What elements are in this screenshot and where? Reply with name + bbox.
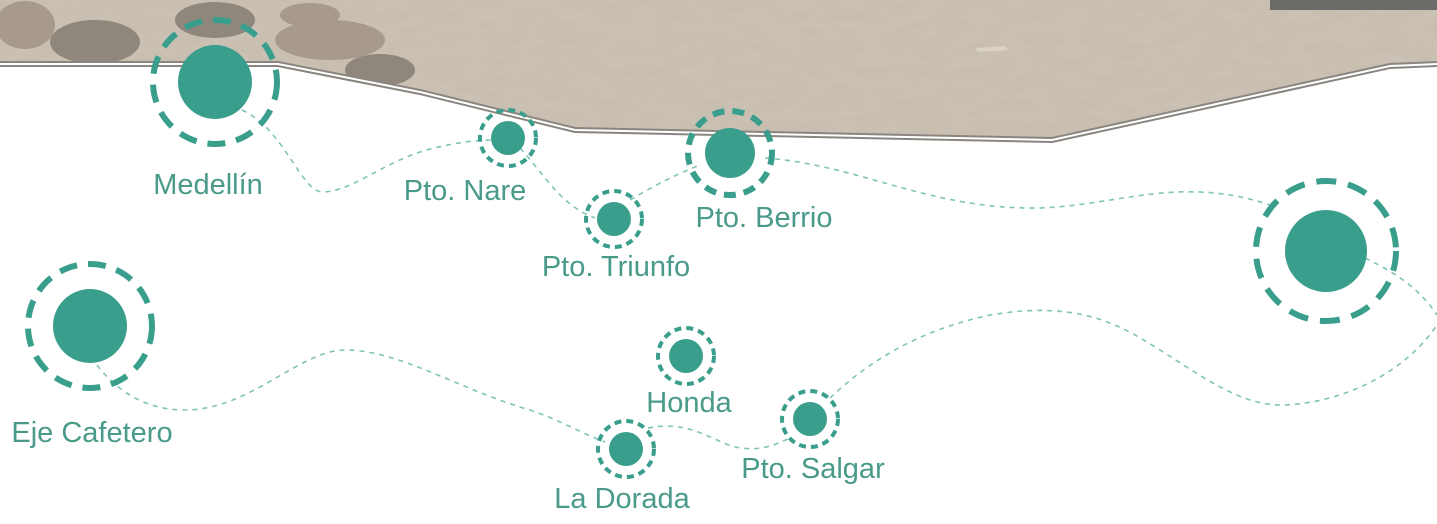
sand-border-inner [0, 63, 1437, 142]
city-label-medellin: Medellín [153, 169, 263, 201]
city-la-dorada: La Dorada [554, 419, 691, 515]
driftwood [975, 46, 1008, 52]
route-lines [96, 109, 1437, 450]
route-medellin-nare [241, 109, 494, 193]
city-pto-triunfo: Pto. Triunfo [542, 189, 690, 283]
route-eje-dorada [96, 349, 606, 443]
city-label-honda: Honda [646, 387, 732, 419]
city-eje-cafetero: Eje Cafetero [11, 261, 173, 449]
route-triunfo-berrio [629, 164, 701, 201]
city-label-pto-berrio: Pto. Berrio [696, 202, 833, 234]
route-east-exit [1364, 257, 1437, 316]
city-pto-berrio: Pto. Berrio [685, 108, 833, 234]
paving [1270, 0, 1437, 10]
route-berrio-east [764, 157, 1271, 209]
city-label-eje-cafetero: Eje Cafetero [11, 417, 172, 449]
city-medellin: Medellín [150, 17, 280, 201]
route-salgar-loop [829, 309, 1437, 406]
city-pto-salgar: Pto. Salgar [741, 389, 885, 485]
route-dorada-salgar [647, 425, 791, 450]
sand-background [0, 0, 1437, 140]
city-label-pto-nare: Pto. Nare [404, 175, 527, 207]
city-unlabeled-east [1253, 178, 1399, 324]
route-nare-triunfo [519, 147, 596, 219]
city-label-la-dorada: La Dorada [554, 483, 690, 515]
city-label-pto-triunfo: Pto. Triunfo [542, 251, 690, 283]
city-honda: Honda [646, 326, 733, 419]
city-pto-nare: Pto. Nare [404, 108, 538, 207]
city-label-pto-salgar: Pto. Salgar [741, 453, 885, 485]
